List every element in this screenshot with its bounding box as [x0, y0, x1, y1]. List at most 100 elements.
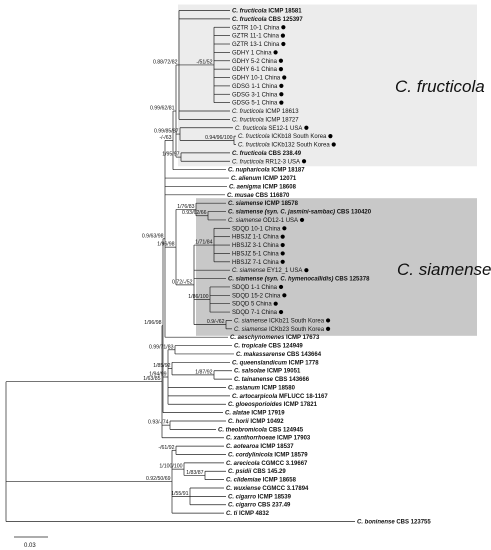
taxon-label: GZTR 10-1 China	[232, 25, 280, 31]
taxon-labels: C. fructicola ICMP 18581 C. fructicola CB…	[218, 9, 431, 526]
support-value: 0.99/71/83	[149, 344, 174, 350]
sample-dot	[282, 293, 287, 298]
taxon-label: GDHY 5-2 China	[232, 59, 278, 65]
support-value: -/51/52	[196, 59, 212, 65]
sample-dot	[282, 226, 287, 231]
sample-dot	[280, 234, 285, 239]
taxon-label: HBSJZ 3-1 China	[232, 243, 279, 249]
clade-highlight-boxes	[178, 4, 477, 336]
taxon-label: C. alatae ICMP 17919	[225, 411, 285, 417]
taxon-label: C. siamense (syn. C. jasmini-sambac) CBS…	[228, 210, 372, 216]
taxon-label: C. alienum ICMP 12071	[231, 176, 297, 182]
taxon-label: SDQD 10-1 China	[232, 226, 281, 232]
taxon-label: C. siamense OD12-1 USA	[228, 218, 298, 224]
support-value: 1/83/87	[186, 470, 203, 476]
support-value: 0.93/62/66	[182, 210, 207, 216]
taxon-label: C. horii ICMP 10492	[228, 419, 284, 425]
taxon-label: C. fructicola CBS 238.49	[232, 151, 302, 157]
support-value: 1/94/99	[149, 371, 166, 377]
taxon-label: GDHY 10-1 China	[232, 76, 281, 82]
taxon-label: C. aenigma ICMP 18608	[229, 184, 297, 190]
sample-dot	[279, 92, 284, 97]
sample-dot	[325, 326, 331, 331]
taxon-label: C. gloeosporioides ICMP 17821	[228, 402, 318, 408]
sample-dot	[281, 41, 286, 47]
sample-dot	[280, 242, 285, 248]
sample-dot	[280, 259, 285, 264]
support-value: 0.94/96/100	[205, 135, 233, 141]
support-value: 1/63/85	[143, 376, 160, 382]
taxon-label: GZTR 11-1 China	[232, 34, 280, 40]
taxon-label: GDSG 1-1 China	[232, 84, 278, 90]
sample-dot	[280, 251, 285, 256]
support-value: 1/86/100	[188, 294, 208, 300]
sample-dot	[279, 100, 284, 105]
support-value: 1/100/100	[159, 464, 182, 470]
taxon-label: C. fructicola ICMP 18613	[232, 109, 299, 115]
sample-dot	[325, 318, 331, 323]
taxon-label: C. clidemiae ICMP 18658	[226, 478, 297, 484]
sample-dot	[299, 217, 305, 223]
taxon-label: C. cordylinicola ICMP 18579	[228, 452, 308, 458]
taxon-label: HBSJZ 1-1 China	[232, 235, 279, 241]
tree-branches	[5, 10, 355, 522]
taxon-label: C. arecicola CGMCC 3.19667	[226, 461, 308, 467]
taxon-label: C. queenslandicum ICMP 1778	[232, 360, 319, 366]
sample-dot	[328, 134, 333, 139]
sample-markers	[273, 25, 336, 331]
sample-dot	[304, 125, 309, 130]
taxon-label: C. fructicola ICMP 18581	[232, 9, 302, 15]
taxon-label: C. cigarro CBS 237.49	[228, 503, 291, 509]
taxon-label: GDHY 1 China	[232, 50, 272, 56]
taxon-label: HBSJZ 7-1 China	[232, 260, 279, 266]
taxon-label: C. asianum ICMP 18580	[228, 385, 296, 391]
taxon-label: C. tainanense CBS 143666	[234, 377, 310, 383]
sample-dot	[278, 58, 284, 63]
taxon-label: C. cigarro ICMP 18539	[228, 494, 292, 500]
taxon-label: C. tropicale CBS 124949	[234, 344, 303, 350]
taxon-label: C. fructicola ICKb18 South Korea	[238, 134, 327, 140]
sample-dot	[273, 50, 278, 55]
support-value: -/61/92	[158, 445, 174, 451]
scale-bar-label: 0.03	[24, 543, 36, 549]
support-value: 0.99/85/87	[154, 129, 179, 135]
taxon-label: C. siamense ICKb23 South Korea	[234, 327, 325, 333]
support-value: -/-/63	[159, 135, 171, 141]
sample-dot	[278, 309, 284, 315]
sample-dot	[273, 301, 278, 306]
sample-dot	[280, 33, 286, 38]
taxon-label: C. makassarense CBS 143664	[236, 352, 322, 358]
support-value: 1/96/98	[157, 242, 174, 248]
taxon-label: GDSG 3-1 China	[232, 92, 278, 98]
clade-label-fructicola: C. fructicola	[395, 77, 485, 96]
taxon-label: HBSJZ 5-1 China	[232, 251, 279, 257]
scale-bar: 0.03	[14, 536, 48, 549]
taxon-label: C. artocarpicola MFLUCC 18-1167	[232, 394, 328, 400]
taxon-label: SDQD 1-1 China	[232, 285, 278, 291]
sample-dot	[282, 75, 287, 80]
support-value: 1/87/92	[195, 369, 212, 375]
taxon-label: GZTR 13-1 China	[232, 42, 280, 48]
clade-label-siamense: C. siamense	[397, 260, 491, 279]
support-value: 0.9/-/62	[207, 319, 225, 325]
taxon-label: C. theobromicola CBS 124945	[218, 427, 304, 433]
taxon-label: C. siamense (syn. C. hymenocallidis) CBS…	[228, 277, 370, 283]
support-value: 0.9/63/98	[142, 233, 164, 239]
taxon-label: C. fructicola ICMP 18727	[232, 117, 299, 123]
sample-dot	[278, 67, 284, 72]
sample-dot	[304, 268, 309, 273]
support-value: 1/76/83	[177, 204, 194, 210]
sample-dot	[331, 142, 336, 147]
clade-box	[196, 198, 477, 336]
sample-dot	[279, 83, 284, 88]
taxon-label: SDQD 15-2 China	[232, 293, 281, 299]
support-value: 1/96/98	[144, 320, 161, 326]
support-value: 0.93/-/74	[148, 420, 169, 426]
sample-dot	[281, 25, 286, 30]
support-value: 1/85/92	[153, 363, 170, 369]
taxon-label: SDQD 5 China	[232, 302, 272, 308]
taxon-label: GDHY 6-1 China	[232, 67, 278, 73]
taxon-label: C. salsolae ICMP 19051	[234, 369, 301, 375]
support-value: 0.88/72/82	[153, 59, 178, 65]
